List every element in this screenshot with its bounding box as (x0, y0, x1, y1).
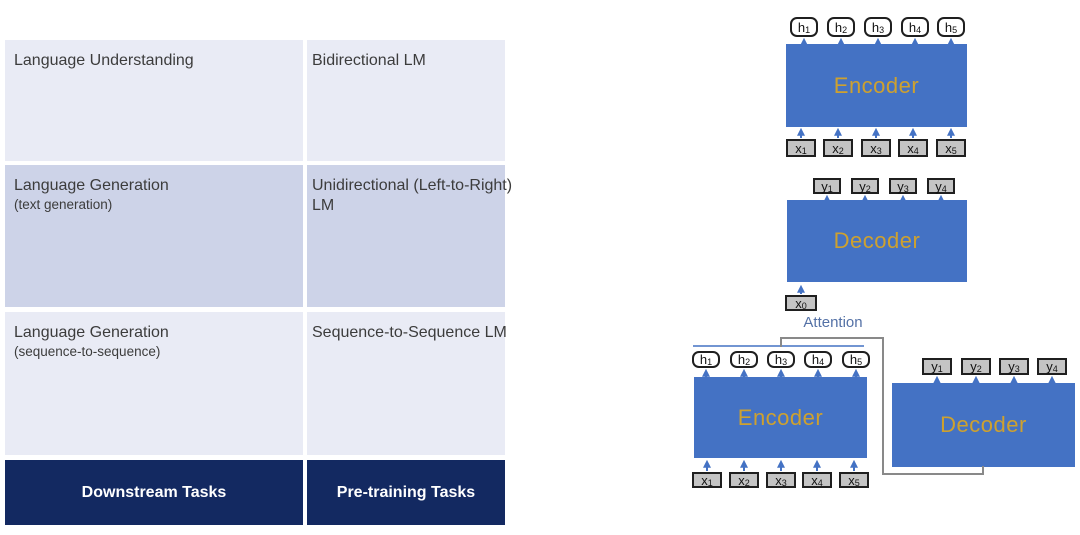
table-header-downstream-tasks: Downstream Tasks (5, 460, 303, 525)
header-text: Downstream Tasks (81, 483, 227, 501)
cell-text-line: (sequence-to-sequence) (14, 344, 161, 360)
table-cell-seq2seq-lm: Sequence-to-Sequence LM (307, 312, 507, 455)
attention-label: Attention (803, 314, 863, 331)
cell-text-line: Sequence-to-Sequence LM (312, 324, 507, 341)
encoder-block-bottom: Encoder (694, 377, 867, 458)
table-cell-bidirectional-lm: Bidirectional LM (307, 40, 505, 161)
decoder-block-bottom: Decoder (892, 383, 1075, 467)
table-cell-language-generation-text: Language Generation (text generation) (5, 165, 303, 307)
header-text: Pre-training Tasks (336, 483, 476, 501)
cell-text-line: LM (312, 197, 335, 215)
cell-text-line: Bidirectional LM (312, 52, 426, 69)
cell-text-line: Language Generation (14, 177, 169, 194)
table-cell-language-understanding: Language Understanding (5, 40, 303, 161)
encoder-label: Encoder (833, 72, 920, 98)
cell-text-line: Unidirectional (Left-to-Right) (312, 177, 513, 194)
cell-text-line: Language Generation (14, 324, 169, 341)
cell-text-line: (text generation) (14, 197, 113, 213)
encoder-label: Encoder (737, 404, 824, 430)
table-header-pretraining-tasks: Pre-training Tasks (307, 460, 505, 525)
decoder-label: Decoder (833, 228, 921, 253)
decoder-block-middle: Decoder (787, 200, 967, 282)
table-cell-unidirectional-lm: Unidirectional (Left-to-Right) LM (307, 165, 513, 307)
table-cell-language-generation-seq2seq: Language Generation (sequence-to-sequenc… (5, 312, 303, 455)
cell-text-line: Language Understanding (14, 52, 194, 69)
decoder-label: Decoder (940, 412, 1027, 437)
encoder-block-top: Encoder (786, 44, 967, 127)
